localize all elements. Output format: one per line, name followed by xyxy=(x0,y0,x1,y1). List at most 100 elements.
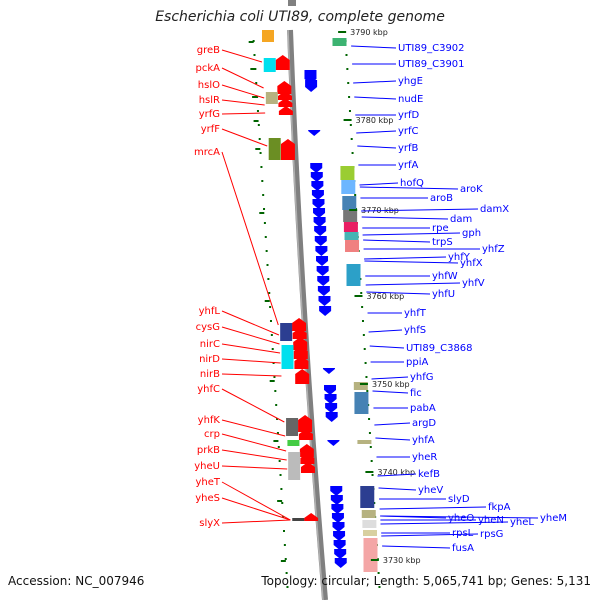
outer-tick xyxy=(351,152,354,154)
outer-tick xyxy=(348,96,351,98)
leader-line xyxy=(363,239,431,243)
gene-label-yhfX: yhfX xyxy=(460,258,483,269)
reverse-gene-arrow xyxy=(308,130,321,136)
leader-line xyxy=(221,419,286,437)
gene-label-yhfG: yhfG xyxy=(410,372,434,383)
gene-label-ppiA: ppiA xyxy=(406,357,428,368)
inner-tick xyxy=(260,166,263,168)
gene-block xyxy=(281,345,294,369)
outer-tick xyxy=(370,460,373,462)
inner-tick xyxy=(264,236,267,238)
gene-block xyxy=(292,518,305,521)
inner-tick xyxy=(281,502,284,504)
gene-label-yheR: yheR xyxy=(412,452,437,463)
leader-line xyxy=(364,260,459,264)
major-tick xyxy=(269,380,275,382)
forward-gene-arrow xyxy=(299,444,314,457)
gene-label-nirC: nirC xyxy=(200,339,220,350)
gene-block xyxy=(363,538,378,572)
gene-block xyxy=(354,392,369,414)
forward-gene-arrow xyxy=(278,106,293,115)
gene-label-slyD: slyD xyxy=(448,494,470,505)
inner-tick xyxy=(263,222,266,224)
reverse-gene-arrow xyxy=(311,190,324,200)
reverse-gene-arrow xyxy=(324,394,337,404)
leader-line xyxy=(361,216,449,220)
forward-gene-arrow xyxy=(294,356,309,369)
inner-tick xyxy=(255,82,258,84)
leader-line xyxy=(382,545,451,549)
forward-gene-arrow xyxy=(300,453,315,464)
reverse-gene-arrow xyxy=(325,403,338,413)
gene-label-UTI89_C3902: UTI89_C3902 xyxy=(398,43,465,54)
leader-line xyxy=(381,533,479,537)
major-tick xyxy=(277,500,283,502)
gene-label-fkpA: fkpA xyxy=(488,502,511,513)
leader-line xyxy=(354,96,397,100)
gene-label-UTI89_C3901: UTI89_C3901 xyxy=(398,59,465,70)
gene-block xyxy=(263,58,276,72)
gene-label-yhfL: yhfL xyxy=(199,306,221,317)
reverse-gene-arrow xyxy=(317,286,330,296)
gene-label-argD: argD xyxy=(412,418,436,429)
inner-tick xyxy=(261,180,264,182)
leader-line xyxy=(221,49,263,63)
reverse-gene-arrow xyxy=(330,495,343,505)
outer-tick xyxy=(364,362,367,364)
gene-label-nudE: nudE xyxy=(398,94,423,105)
gene-label-yheS: yheS xyxy=(195,493,220,504)
gene-label-yheO: yheO xyxy=(448,513,474,524)
gene-label-yheV: yheV xyxy=(418,485,443,496)
gene-label-yheT: yheT xyxy=(195,477,220,488)
gene-label-yrfA: yrfA xyxy=(398,160,419,171)
leader-line xyxy=(221,84,265,99)
inner-tick xyxy=(274,390,277,392)
forward-gene-arrow xyxy=(295,369,310,384)
gene-label-hslR: hslR xyxy=(199,95,220,106)
gene-label-yhfV: yhfV xyxy=(462,278,485,289)
reverse-gene-arrow xyxy=(305,80,318,92)
gene-label-yheM: yheM xyxy=(540,513,567,524)
leader-line xyxy=(221,497,291,521)
inner-tick xyxy=(271,348,274,350)
inner-tick xyxy=(267,278,270,280)
gene-block xyxy=(332,38,347,46)
reverse-gene-arrow xyxy=(334,549,347,559)
leader-line xyxy=(359,182,399,186)
gene-block xyxy=(360,486,375,508)
outer-tick xyxy=(361,320,364,322)
gene-label-yhfZ: yhfZ xyxy=(482,244,505,255)
right-leader-lines xyxy=(351,45,539,549)
leader-line xyxy=(371,376,409,380)
gene-label-yhfK: yhfK xyxy=(198,415,221,426)
gene-label-hslO: hslO xyxy=(198,80,220,91)
inner-tick xyxy=(285,572,288,574)
inner-tick xyxy=(253,54,256,56)
reverse-gene-arrow xyxy=(313,208,326,218)
gene-label-damX: damX xyxy=(480,204,509,215)
reverse-gene-arrow xyxy=(333,540,346,550)
kbp-label: 3760 kbp xyxy=(366,292,404,301)
outer-tick xyxy=(378,586,381,588)
major-tick xyxy=(253,120,259,122)
inner-tick xyxy=(258,138,261,140)
gene-label-yhfW: yhfW xyxy=(432,271,458,282)
leader-line xyxy=(378,487,417,491)
inner-tick xyxy=(265,250,268,252)
leader-line xyxy=(221,151,279,326)
gene-block xyxy=(288,452,301,480)
reverse-gene-arrow xyxy=(318,296,331,306)
gene-label-yheN: yheN xyxy=(478,515,504,526)
tick-marks xyxy=(248,40,381,588)
leader-line xyxy=(377,473,417,477)
gene-block xyxy=(343,210,358,222)
inner-tick xyxy=(275,404,278,406)
leader-line xyxy=(369,345,405,349)
gene-label-yhfU: yhfU xyxy=(432,289,455,300)
gene-label-yrfF: yrfF xyxy=(201,124,221,135)
gene-block xyxy=(286,418,299,436)
reverse-gene-arrow xyxy=(333,531,346,541)
gene-label-dam: dam xyxy=(450,214,472,225)
inner-tick xyxy=(268,292,271,294)
